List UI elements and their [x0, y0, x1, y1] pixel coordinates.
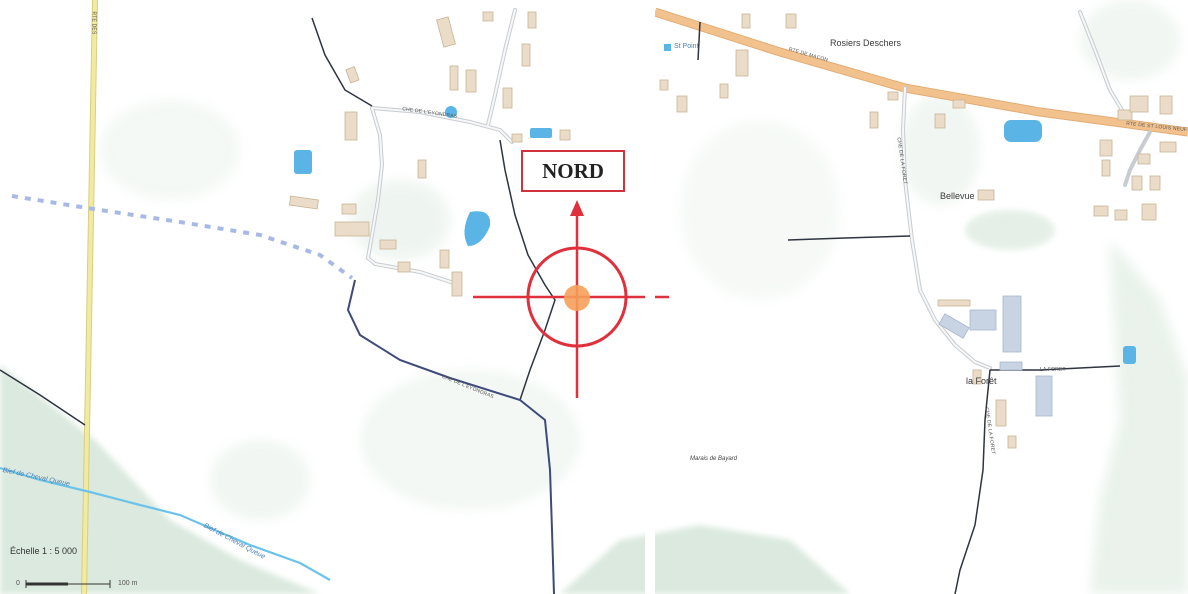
pond-3 — [530, 128, 552, 138]
vegetation-bellevue — [965, 210, 1055, 250]
pond-st-point — [664, 44, 671, 51]
pond-4 — [464, 211, 491, 246]
pond-2 — [445, 106, 457, 118]
location-target[interactable] — [473, 200, 669, 398]
streams — [0, 194, 354, 581]
yellow-road — [81, 0, 98, 594]
place-bellevue: Bellevue — [940, 191, 975, 201]
place-la-foret: la Forêt — [966, 376, 997, 386]
stream-bief — [0, 466, 331, 581]
place-st-point: St Point — [674, 43, 699, 50]
vegetation-top-right — [1080, 0, 1180, 80]
vegetation-right-strip — [1090, 240, 1188, 594]
scale-end: 100 m — [118, 580, 138, 587]
place-rosiers-deschers: Rosiers Deschers — [830, 38, 902, 48]
vegetation-bottom-left — [0, 365, 320, 594]
north-arrow-head — [570, 200, 584, 216]
map-divider — [645, 0, 655, 594]
pond-1 — [294, 150, 312, 174]
stream-dotted — [11, 194, 354, 280]
blue-path — [346, 279, 555, 594]
north-label-box: NORD — [521, 150, 625, 192]
pond-6 — [1123, 346, 1136, 364]
vegetation-lower-mid — [210, 440, 310, 520]
target-center-dot — [564, 285, 590, 311]
dark-paths — [0, 17, 1121, 594]
scale-bar — [25, 580, 111, 588]
buildings — [288, 11, 1177, 449]
vegetation-mid-right — [900, 95, 980, 205]
vegetation-bottom-center — [560, 525, 850, 594]
scale-start: 0 — [16, 580, 20, 587]
vegetation-hamlet — [350, 180, 450, 260]
scale-title: Échelle 1 : 5 000 — [10, 546, 78, 556]
industrial-buildings — [938, 295, 1053, 417]
vegetation-center-right — [680, 120, 840, 300]
pond-5 — [1004, 120, 1042, 142]
road-label-rte-left: RTE DES — [90, 11, 97, 35]
north-label: NORD — [542, 158, 604, 183]
vegetation-top-left — [100, 100, 240, 200]
marsh-label: Marais de Bayard — [690, 456, 738, 462]
road-label-la-foret: LA FORET — [1040, 367, 1066, 373]
ponds — [294, 44, 1136, 364]
